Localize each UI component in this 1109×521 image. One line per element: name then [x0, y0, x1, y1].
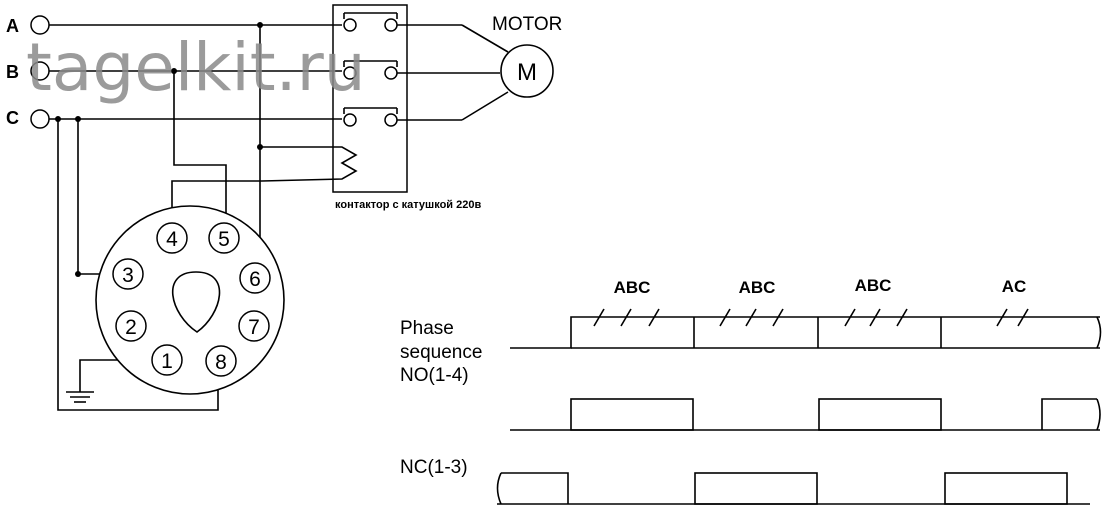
- motor-letter: M: [517, 59, 537, 86]
- relay-pin-6: 6: [239, 262, 271, 294]
- contactor: [261, 4, 408, 193]
- no-row: [510, 398, 1101, 431]
- no-pulse-1: [570, 398, 694, 431]
- relay-pin-7: 7: [238, 310, 270, 342]
- contactor-coil: [261, 146, 358, 182]
- terminal-c: [30, 109, 50, 129]
- sequence-label-2: ABC: [739, 278, 776, 297]
- phase-b-label: B: [6, 62, 19, 82]
- relay-socket: 1 2 3 4 5 6 7 8: [95, 205, 285, 395]
- phase-c-label: C: [6, 108, 19, 128]
- svg-text:1: 1: [161, 350, 173, 373]
- timing-diagram: Phase sequence NO(1-4) NC(1-3): [400, 276, 1102, 505]
- motor-title: MOTOR: [492, 14, 562, 35]
- phase-a-label: A: [6, 16, 19, 36]
- sequence-label-1: ABC: [614, 278, 651, 297]
- svg-text:4: 4: [166, 228, 178, 251]
- relay-pin-5: 5: [208, 222, 240, 254]
- phase-slashes-2: [719, 308, 784, 327]
- svg-text:7: 7: [248, 316, 260, 339]
- watermark-text: tagelkit.ru: [26, 29, 366, 106]
- power-lines: [49, 24, 342, 120]
- motor-symbol: [500, 44, 554, 98]
- sequence-label-3: ABC: [855, 276, 892, 295]
- phase-sequence-label-line2: sequence: [400, 342, 482, 363]
- svg-text:3: 3: [122, 264, 134, 287]
- nc-row-label: NC(1-3): [400, 457, 468, 478]
- relay-pin-8: 8: [205, 345, 237, 377]
- svg-text:2: 2: [125, 316, 137, 339]
- relay-key-notch: [171, 271, 221, 333]
- no-pulse-2: [818, 398, 942, 431]
- svg-text:8: 8: [215, 351, 227, 374]
- relay-pin-1: 1: [151, 344, 183, 376]
- contactor-caption: контактор с катушкой 220в: [335, 199, 481, 211]
- svg-text:6: 6: [249, 268, 261, 291]
- phase-sequence-label-line1: Phase: [400, 318, 454, 339]
- relay-pin-2: 2: [115, 310, 147, 342]
- motor: M MOTOR: [397, 14, 562, 121]
- phase-slashes-1: [593, 308, 660, 327]
- phase-slashes-3: [844, 308, 908, 327]
- nc-pulse-2: [694, 472, 818, 505]
- no-row-label: NO(1-4): [400, 365, 469, 386]
- nc-row: [496, 472, 1090, 505]
- relay-pin-3: 3: [112, 258, 144, 290]
- phase-sequence-row: ABC ABC ABC AC: [510, 276, 1102, 349]
- sequence-label-4: AC: [1002, 277, 1027, 296]
- nc-pulse-3: [944, 472, 1068, 505]
- svg-text:5: 5: [218, 228, 230, 251]
- relay-pin-4: 4: [156, 222, 188, 254]
- contactor-box: [332, 4, 408, 193]
- phase-slashes-4: [996, 308, 1029, 327]
